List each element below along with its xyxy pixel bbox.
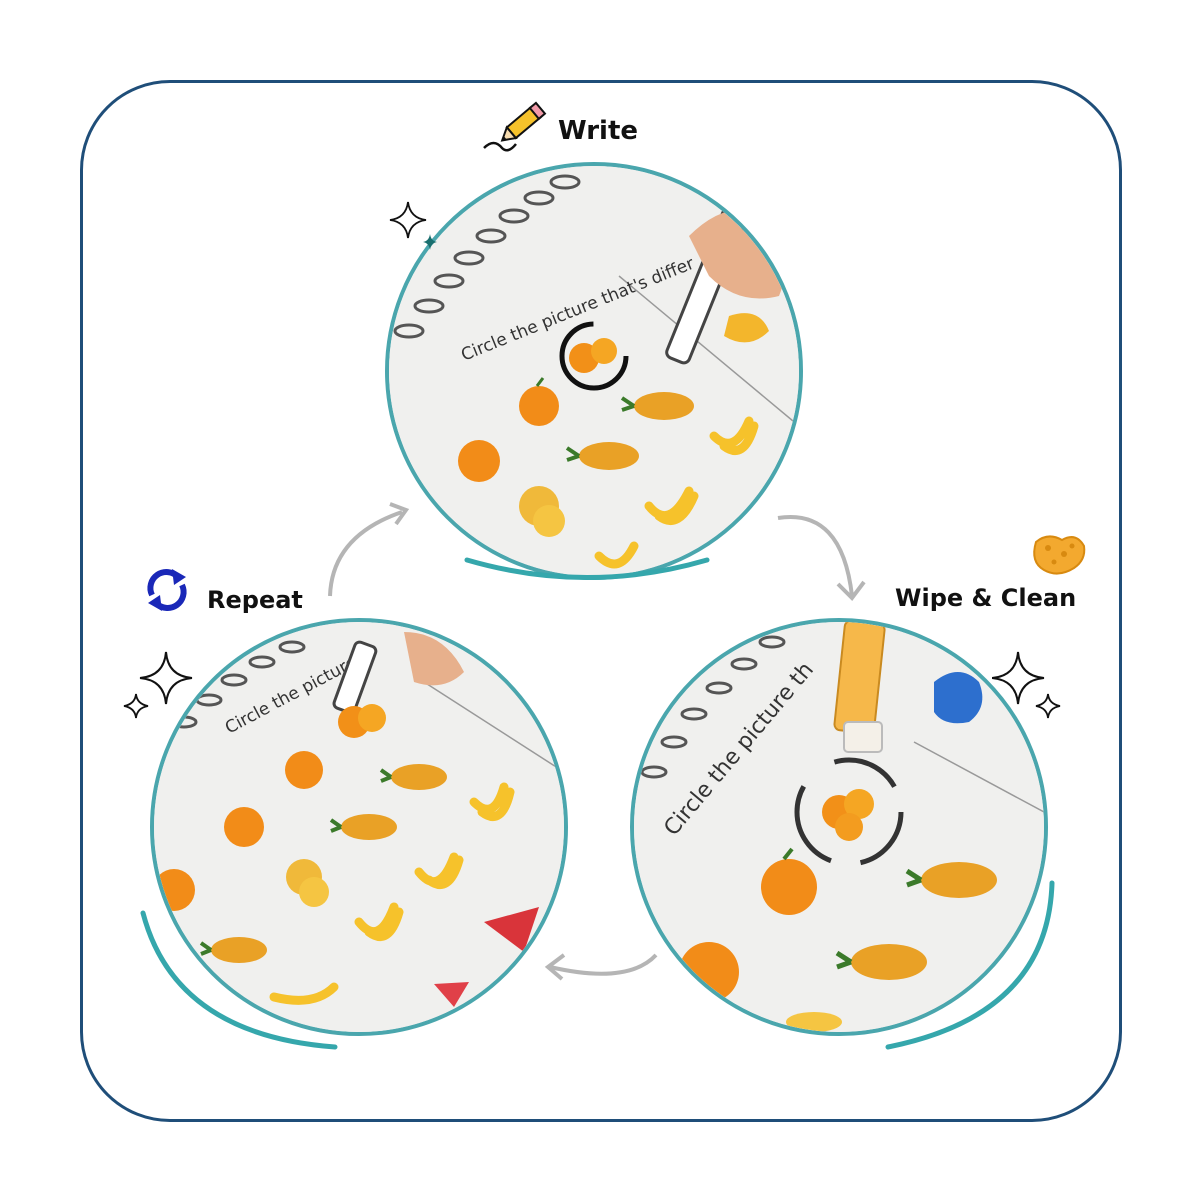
photo-write-step: Circle the picture that's differ [385,162,803,580]
flow-arrow-write-to-wipe [777,515,866,602]
sparkle-icon [388,200,438,252]
flow-arrow-repeat-to-write [328,502,410,597]
ring-accent-wipe [885,880,1055,1050]
ring-accent-write [464,557,710,580]
sparkle-icon [991,650,1064,722]
refresh-icon [142,565,192,615]
photo-wipe-step: Circle the picture th [630,618,1048,1036]
step-label-wipe: Wipe & Clean [895,584,1077,612]
photo-repeat-step: Circle the picture [150,618,568,1036]
step-label-write: Write [558,116,639,146]
flow-arrow-wipe-to-repeat [544,953,658,981]
step-label-repeat: Repeat [207,586,303,614]
pencil-icon [480,96,552,156]
sponge-icon [1028,528,1088,580]
ring-accent-repeat [140,910,338,1050]
sparkle-icon [122,650,194,722]
